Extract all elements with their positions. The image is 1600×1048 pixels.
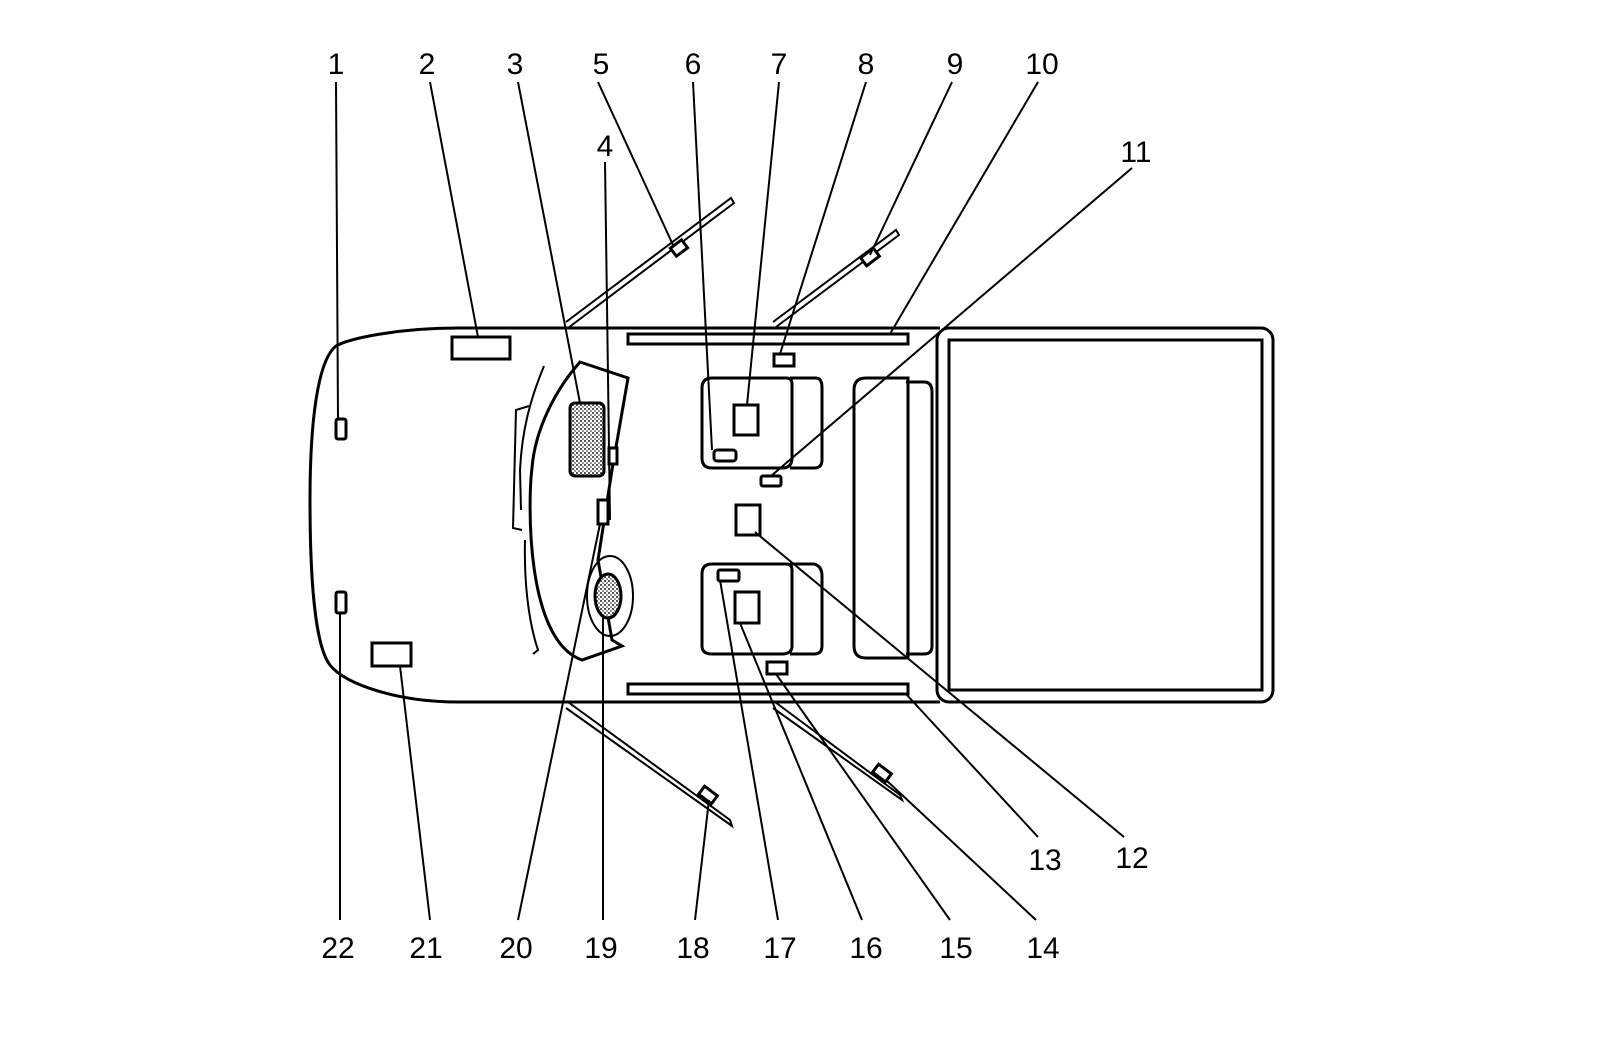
callout-16: 16	[849, 932, 882, 965]
vehicle-body-outline	[308, 326, 940, 704]
callout-19: 19	[584, 932, 617, 965]
cargo-bed	[935, 326, 1275, 704]
callout-21: 21	[409, 932, 442, 965]
component-11	[759, 474, 783, 488]
component-22	[334, 590, 348, 615]
front-seat-left	[700, 376, 824, 470]
component-20	[596, 498, 610, 526]
component-14-15	[765, 660, 789, 676]
components	[334, 335, 796, 676]
callout-11: 11	[1120, 136, 1151, 169]
callout-20: 20	[499, 932, 532, 965]
callout-10: 10	[1025, 48, 1058, 81]
front-door-right	[565, 701, 734, 829]
callout-22: 22	[321, 932, 354, 965]
dashboard	[511, 360, 630, 662]
component-3	[568, 401, 606, 478]
rear-seat	[852, 376, 934, 660]
callout-14: 14	[1026, 932, 1059, 965]
component-2	[450, 335, 512, 361]
callout-8: 8	[858, 48, 875, 81]
callout-3: 3	[507, 48, 524, 81]
callout-9: 9	[947, 48, 964, 81]
callout-2: 2	[419, 48, 436, 81]
callout-13: 13	[1028, 844, 1061, 877]
leader-lines	[335, 81, 1133, 921]
component-1	[334, 417, 348, 441]
callout-numbers: 1 2 3 4 5 6 7 8 9 10 11 12 13 14 15 16 1…	[321, 48, 1151, 965]
callout-17: 17	[763, 932, 796, 965]
front-seat-right	[700, 562, 824, 656]
side-rail-left	[626, 332, 910, 346]
callout-5: 5	[593, 48, 610, 81]
component-7	[732, 403, 760, 437]
component-19-surround	[586, 555, 634, 637]
rear-door-right	[772, 701, 905, 803]
callout-6: 6	[685, 48, 702, 81]
callout-12: 12	[1115, 842, 1148, 875]
callout-1: 1	[328, 48, 345, 81]
component-12	[734, 503, 762, 537]
callout-7: 7	[771, 48, 788, 81]
callout-4: 4	[597, 130, 614, 163]
callout-15: 15	[939, 932, 972, 965]
component-19	[593, 572, 623, 620]
component-4	[607, 446, 619, 466]
component-8	[772, 352, 796, 368]
front-door-left	[565, 196, 736, 329]
component-6	[712, 448, 738, 463]
component-16	[733, 590, 761, 625]
callout-18: 18	[676, 932, 709, 965]
rear-door-left	[772, 228, 901, 328]
component-17	[716, 568, 741, 583]
component-21	[370, 641, 413, 668]
